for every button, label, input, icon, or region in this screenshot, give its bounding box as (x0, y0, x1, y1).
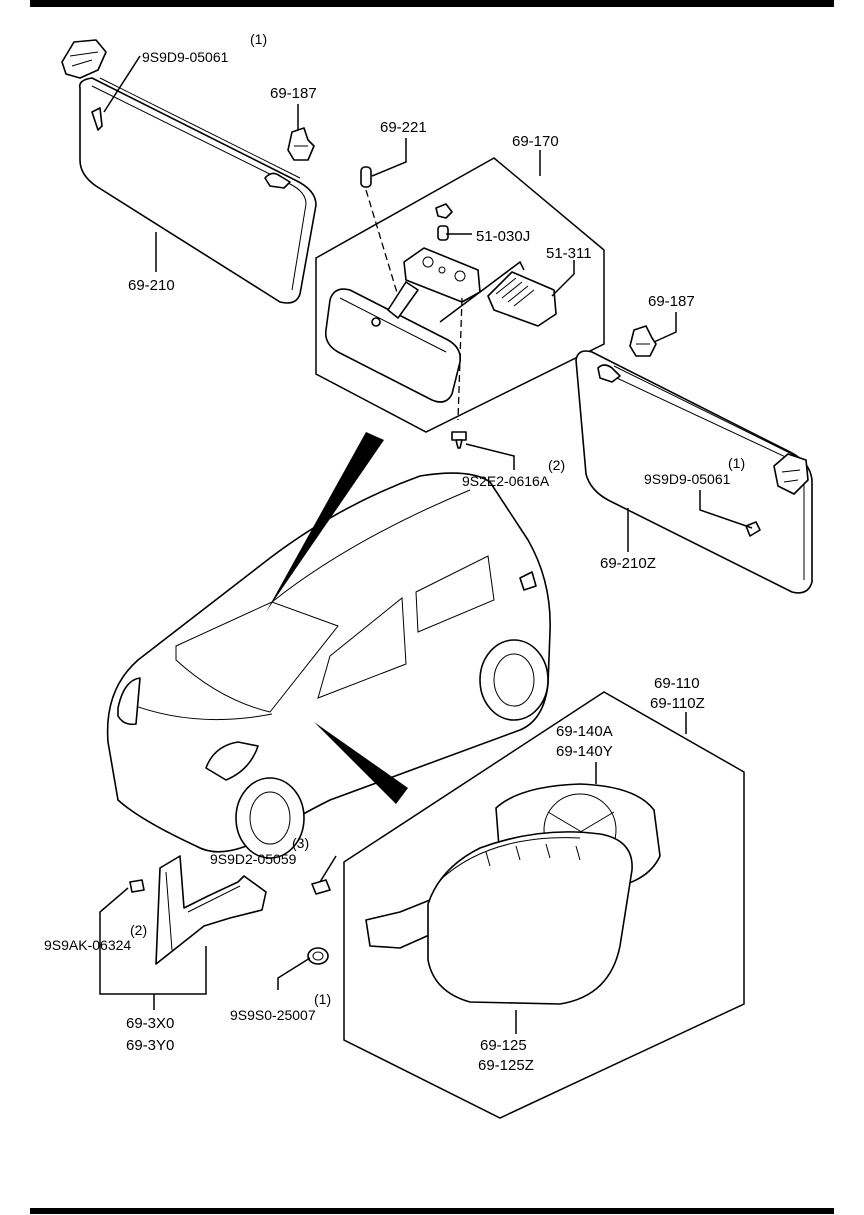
sun-visor-left (61, 39, 317, 304)
clip-garnish-icon (129, 879, 145, 893)
clip-right-icon (629, 325, 657, 357)
car-body (106, 472, 551, 859)
pointer-wedge-lower (314, 722, 408, 804)
lamp-lens-icon (487, 271, 557, 327)
top-border-bar (30, 0, 834, 7)
lamp-group-label: 69-170 (512, 133, 559, 150)
screw-mirror-qty: (3) (292, 835, 309, 851)
lamp-lens-label: 51-311 (546, 245, 592, 262)
screw-top-label: 9S9D9-05061 (142, 49, 229, 65)
grommet-icon (307, 947, 329, 965)
grommet-qty: (1) (314, 991, 331, 1007)
clip-left-icon (287, 127, 315, 161)
clip-left-label: 69-187 (270, 85, 317, 102)
visor-right-label: 69-210Z (600, 555, 656, 572)
screw-lamp-qty: (2) (548, 457, 565, 473)
screw-right-qty: (1) (728, 455, 745, 471)
mirror-cover-label-1: 69-125 (480, 1037, 527, 1054)
grommet-label: 9S9S0-25007 (230, 1007, 316, 1023)
mirror-glass-label-2: 69-140Y (556, 743, 613, 760)
visor-left-label: 69-210 (128, 277, 175, 294)
garnish-label-1: 69-3X0 (126, 1015, 174, 1032)
mirror-cover-label-2: 69-125Z (478, 1057, 534, 1074)
screw-right-label: 9S9D9-05061 (644, 471, 731, 487)
pin-guide-line (365, 189, 399, 297)
screw-visor-right-icon (745, 521, 761, 537)
mirror-group-outline (343, 691, 745, 1119)
bottom-border-bar (30, 1208, 834, 1214)
mirror-glass-label-1: 69-140A (556, 723, 613, 740)
pointer-wedge-upper (266, 432, 384, 612)
screw-mirror-icon (311, 879, 331, 895)
lamp-guide-bracket (439, 260, 525, 323)
clip-garnish-qty: (2) (130, 922, 147, 938)
garnish-icon (155, 855, 267, 965)
screw-mirror-label: 9S9D2-05059 (210, 851, 297, 867)
clip-right-label: 69-187 (648, 293, 695, 310)
lamp-housing-icon (371, 247, 481, 327)
screw-lamp-label: 9S2E2-0616A (462, 473, 550, 489)
mirror-cover-icon (365, 831, 633, 1005)
mirror-assy-label-2: 69-110Z (650, 695, 705, 712)
screw-visor-left-icon (91, 107, 103, 131)
lamp-bulb-icon (435, 203, 453, 241)
leader-lines (99, 55, 753, 1034)
lamp-bulb-label: 51-030J (476, 228, 530, 245)
callout-labels: (1) 9S9D9-05061 69-187 69-210 69-221 69-… (44, 31, 745, 1074)
mirror-assy-label-1: 69-110 (654, 675, 700, 692)
screw-top-qty: (1) (250, 31, 267, 47)
pin-label: 69-221 (380, 119, 427, 136)
clip-garnish-label: 9S9AK-06324 (44, 937, 131, 953)
garnish-label-2: 69-3Y0 (126, 1037, 174, 1054)
lamp-guide-line (457, 297, 463, 421)
lamp-group-outline (315, 157, 605, 433)
lamp-mirror-icon (324, 288, 462, 403)
screw-lamp-icon (451, 431, 467, 449)
pin-icon (360, 166, 372, 188)
